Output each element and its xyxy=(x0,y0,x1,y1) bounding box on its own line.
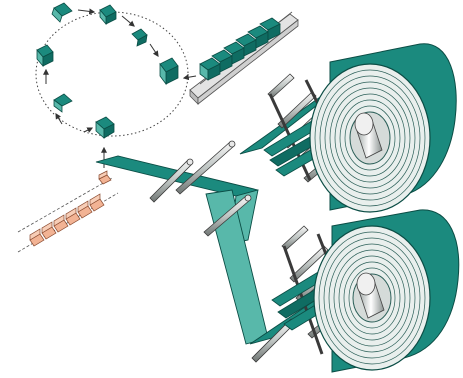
outfeed-conveyor xyxy=(190,12,298,104)
carton-step-3 xyxy=(132,29,147,46)
lower-film-roll xyxy=(314,210,459,372)
carton-step-8 xyxy=(37,45,53,66)
lower-roll-assembly xyxy=(272,210,459,372)
upper-roll-assembly xyxy=(264,44,456,212)
fold-arrow-3 xyxy=(150,44,158,56)
fold-arrow-7 xyxy=(56,114,62,124)
product-block-row xyxy=(30,171,111,246)
fold-arrow-1 xyxy=(78,10,94,12)
carton-step-1 xyxy=(52,3,72,22)
folding-sequence xyxy=(36,3,196,138)
fold-arrow-4 xyxy=(184,76,196,78)
upper-film-roll xyxy=(310,44,456,212)
fold-arrow-6 xyxy=(84,128,92,132)
carton-step-6 xyxy=(96,117,114,138)
fold-arrow-2 xyxy=(122,16,134,26)
carton-step-2 xyxy=(100,5,116,24)
carton-step-4 xyxy=(160,58,178,84)
film-web-vertical xyxy=(206,190,268,344)
carton-step-7 xyxy=(54,94,72,112)
